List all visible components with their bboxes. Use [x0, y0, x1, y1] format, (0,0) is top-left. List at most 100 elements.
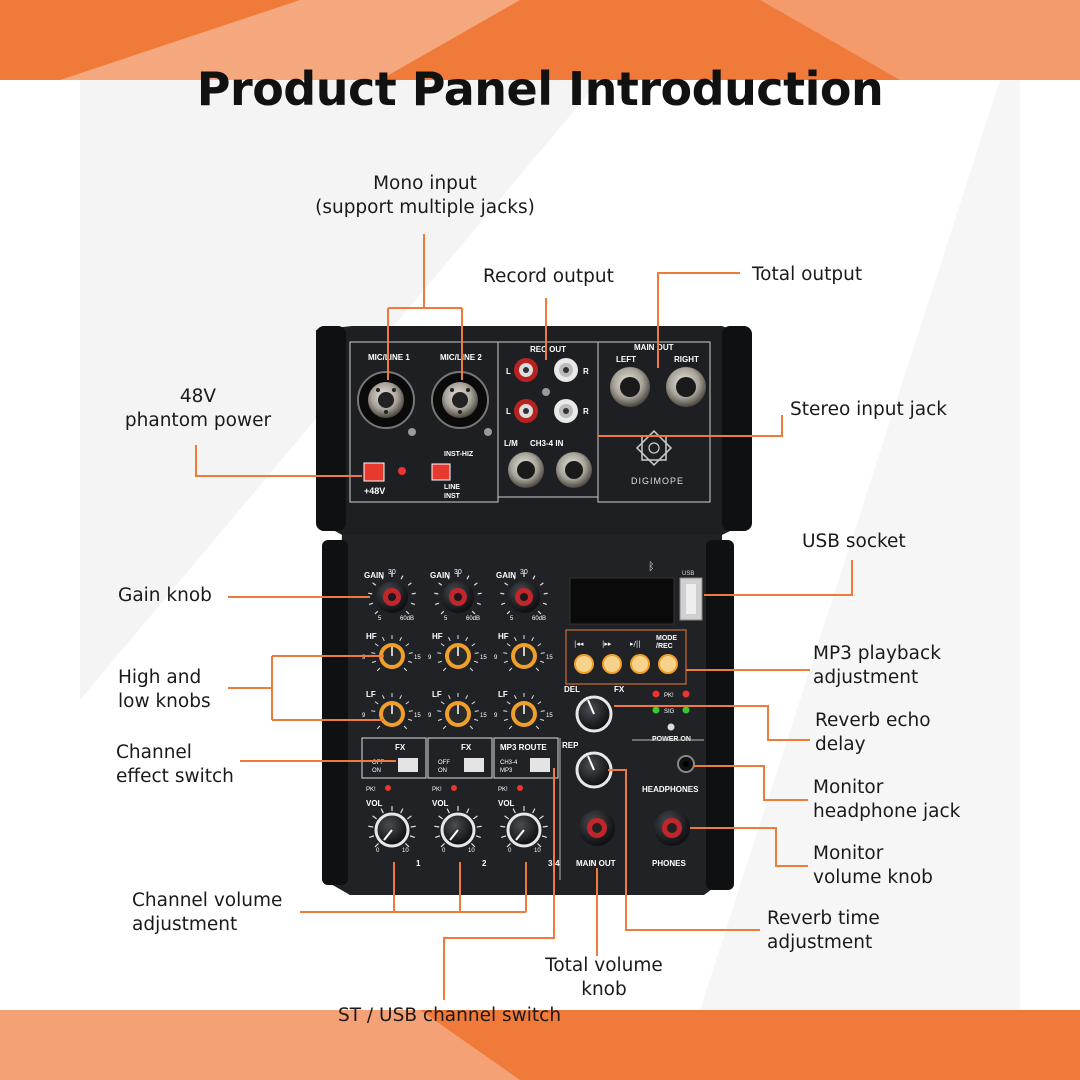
mp3-display: [569, 577, 675, 625]
label-stereo-input: Stereo input jack: [790, 399, 947, 420]
phantom-48v-button[interactable]: [363, 462, 385, 482]
rec-out-rca-right[interactable]: [554, 358, 578, 382]
label-monitor-jack: Monitor headphone jack: [813, 776, 960, 824]
label-reverb-echo-line1: Reverb echo: [815, 710, 931, 731]
headphone-jack[interactable]: [677, 755, 695, 773]
lf-knob-2[interactable]: [437, 693, 479, 730]
line-inst-switch[interactable]: [431, 463, 451, 481]
gain-30-label-3: 30: [520, 569, 528, 576]
inst-hiz-label: INST-HIZ: [444, 451, 474, 458]
lf-tick-right-2: 15: [480, 713, 487, 719]
next-icon: |▸▸: [602, 640, 612, 648]
xlr-jack-1[interactable]: [357, 371, 415, 429]
fx-switch-2[interactable]: [464, 758, 484, 772]
gain-knob-3[interactable]: [500, 573, 548, 615]
label-gain-knob: Gain knob: [118, 585, 212, 606]
rec-out-label: REC OUT: [530, 345, 566, 354]
label-monitor-volume: Monitor volume knob: [813, 842, 933, 890]
label-high-low-line1: High and: [118, 667, 202, 688]
pk-led-1: [385, 785, 391, 791]
ch34-rca-right[interactable]: [554, 399, 578, 423]
gain-5-label-2: 5: [444, 616, 448, 622]
brand-logo-icon: [635, 429, 673, 467]
mp3-route-label: MP3 ROUTE: [500, 743, 547, 752]
rec-label: /REC: [656, 643, 673, 650]
mp3-play-pause-button[interactable]: [630, 654, 650, 674]
label-reverb-time-line2: adjustment: [767, 932, 873, 953]
top-orange-band: [0, 0, 1080, 80]
pk-led-3: [517, 785, 523, 791]
gain-knob-2[interactable]: [434, 573, 482, 615]
mp3-next-button[interactable]: [602, 654, 622, 674]
main-out-jack-left[interactable]: [610, 367, 650, 407]
pk-led-2: [451, 785, 457, 791]
lf-tick-left-1: 9: [362, 713, 366, 719]
fx2-off-label: OFF: [438, 760, 450, 766]
hf-knob-2[interactable]: [437, 635, 479, 672]
label-total-volume-line2: knob: [581, 979, 627, 1000]
rec-r-label: R: [583, 367, 589, 376]
phones-knob[interactable]: [654, 810, 690, 846]
label-channel-effect-line2: effect switch: [116, 766, 234, 787]
label-channel-volume-line1: Channel volume: [132, 890, 283, 911]
label-mono-input-line1: Mono input: [373, 173, 477, 194]
label-mp3-line1: MP3 playback: [813, 643, 941, 664]
lf-knob-1[interactable]: [371, 693, 413, 730]
label-high-low-line2: low knobs: [118, 691, 211, 712]
label-total-volume-line1: Total volume: [545, 955, 663, 976]
usb-label: USB: [682, 571, 694, 577]
delay-knob[interactable]: [575, 695, 613, 733]
hf-knob-3[interactable]: [503, 635, 545, 672]
volume-knob-1[interactable]: [368, 806, 416, 848]
channel-number-1: 1: [416, 859, 421, 868]
lf-label-2: LF: [432, 690, 442, 699]
repeat-knob[interactable]: [575, 751, 613, 789]
main-out-knob[interactable]: [579, 810, 615, 846]
vol-label-1: VOL: [366, 799, 383, 808]
label-mp3-line2: adjustment: [813, 667, 919, 688]
lf-label-1: LF: [366, 690, 376, 699]
mode-label: MODE: [656, 635, 677, 642]
gain-60db-label-1: 60dB: [400, 616, 414, 622]
main-out-label: MAIN OUT: [634, 343, 674, 352]
mp3-route-switch[interactable]: [530, 758, 550, 772]
power-led: [667, 723, 675, 731]
vol-0-label-1: 0: [376, 848, 380, 854]
rec-out-rca-left[interactable]: [514, 358, 538, 382]
main-left-label: LEFT: [616, 355, 636, 364]
ch34-l-label: L: [506, 407, 511, 416]
ch34-in-label: CH3-4 IN: [530, 439, 564, 448]
ch34-jack-right[interactable]: [556, 452, 592, 488]
phantom-48v-label: +48V: [364, 486, 385, 496]
vol-10-label-2: 10: [468, 848, 475, 854]
mp3-mode-rec-button[interactable]: [658, 654, 678, 674]
pk-led: [652, 690, 660, 698]
xlr-jack-2[interactable]: [431, 371, 489, 429]
play-pause-icon: ▸/||: [630, 640, 641, 648]
channel-number-2: 2: [482, 859, 487, 868]
main-out-jack-right[interactable]: [666, 367, 706, 407]
main-right-label: RIGHT: [674, 355, 699, 364]
hf-knob-1[interactable]: [371, 635, 413, 672]
label-phantom-line1: 48V: [179, 386, 217, 407]
pk-label-2: PK!: [432, 787, 442, 793]
lf-knob-3[interactable]: [503, 693, 545, 730]
gain-knob-1[interactable]: [368, 573, 416, 615]
label-reverb-echo: Reverb echo delay: [815, 709, 931, 757]
rep-label: REP: [562, 741, 579, 750]
route-mp3-label: MP3: [500, 768, 513, 774]
gain-60db-label-2: 60dB: [466, 616, 480, 622]
label-channel-volume-line2: adjustment: [132, 914, 238, 935]
fx-switch-1[interactable]: [398, 758, 418, 772]
gain-5-label-3: 5: [510, 616, 514, 622]
ch34-rca-left[interactable]: [514, 399, 538, 423]
lf-tick-left-2: 9: [428, 713, 432, 719]
ch34-jack-left[interactable]: [508, 452, 544, 488]
phantom-led: [398, 467, 406, 475]
rec-l-label: L: [506, 367, 511, 376]
gain-30-label-2: 30: [454, 569, 462, 576]
mp3-prev-button[interactable]: [574, 654, 594, 674]
phones-label: PHONES: [652, 859, 686, 868]
gain-label-2: GAIN: [430, 571, 450, 580]
hf-tick-left-1: 9: [362, 655, 366, 661]
